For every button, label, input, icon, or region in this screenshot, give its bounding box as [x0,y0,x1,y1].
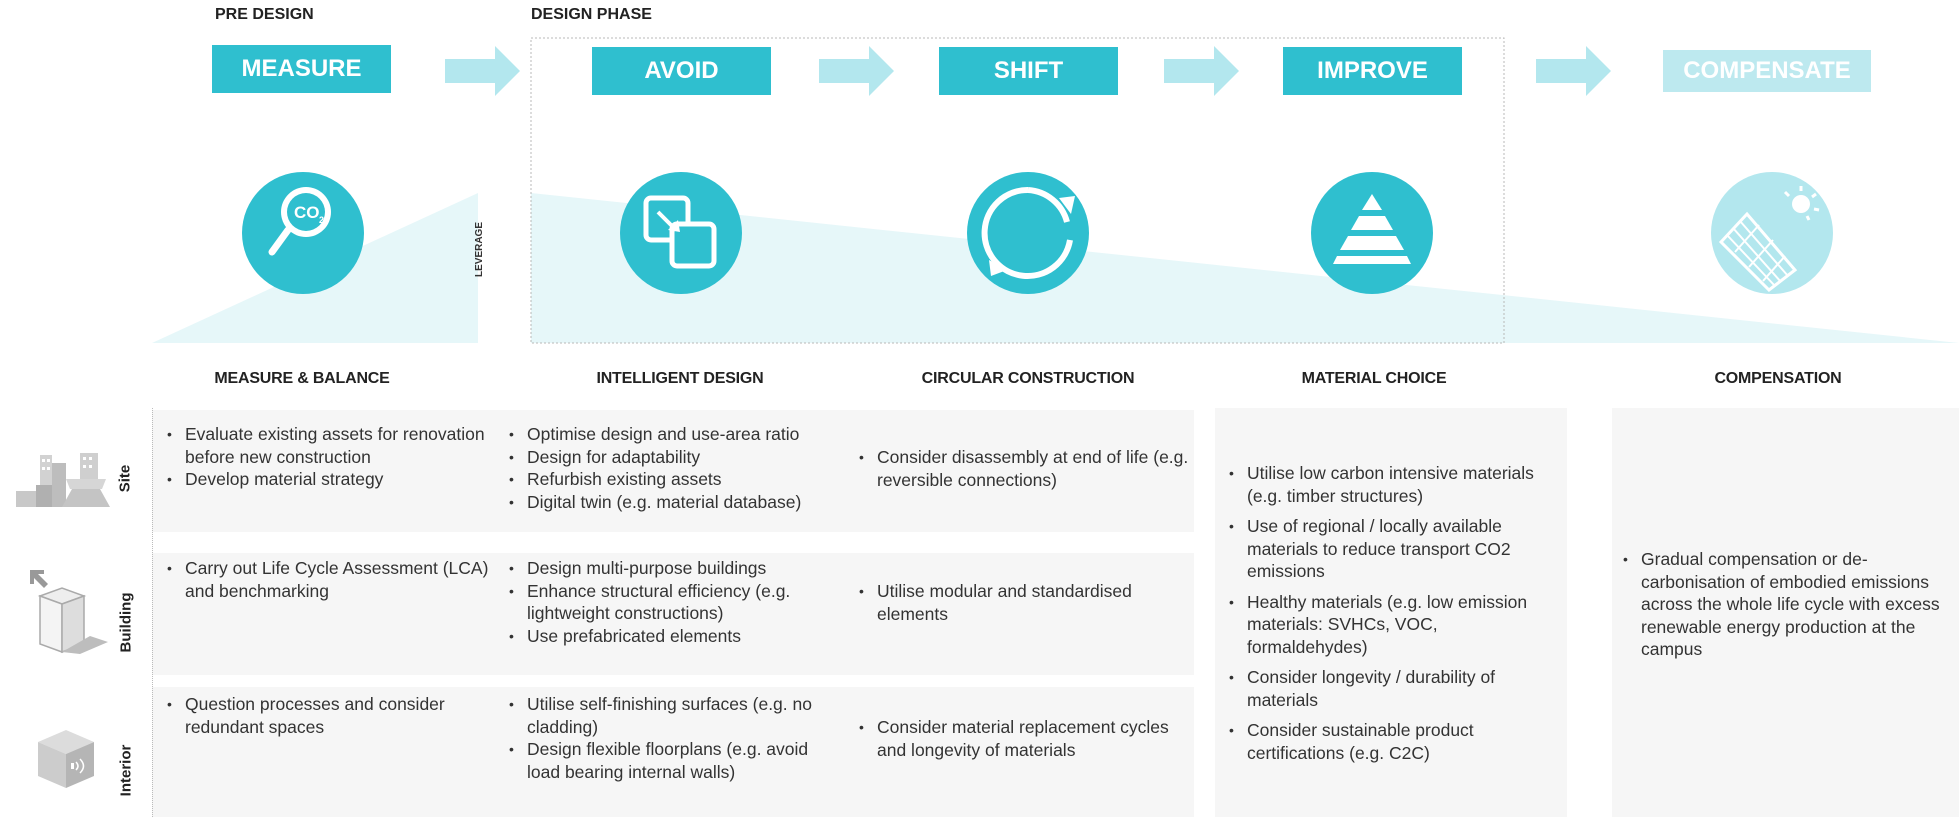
list-item: Consider disassembly at end of life (e.g… [857,446,1197,491]
svg-text:2: 2 [319,215,324,225]
co2-magnifier-icon: CO 2 [242,172,364,294]
arrow-icon [445,46,520,96]
cell-building-measure: Carry out Life Cycle Assessment (LCA) an… [165,557,505,602]
list-item: Utilise self-finishing surfaces (e.g. no… [507,693,837,738]
cell-site-circular: Consider disassembly at end of life (e.g… [857,446,1197,491]
category-compensation: COMPENSATION [1714,370,1842,387]
list-item: Use of regional / locally available mate… [1227,515,1547,583]
list-item: Consider material replacement cycles and… [857,716,1197,761]
list-item: Optimise design and use-area ratio [507,423,847,446]
step-compensate: COMPENSATE [1663,50,1871,92]
list-item: Digital twin (e.g. material database) [507,491,847,514]
list-item: Design multi-purpose buildings [507,557,827,580]
list-item: Healthy materials (e.g. low emission mat… [1227,591,1547,659]
list-item: Question processes and consider redundan… [165,693,495,738]
list-item: Evaluate existing assets for renovation … [165,423,495,468]
step-shift: SHIFT [939,47,1118,95]
category-material-choice: MATERIAL CHOICE [1301,370,1447,387]
list-item: Design flexible floorplans (e.g. avoid l… [507,738,837,783]
arrow-icon [1536,46,1611,96]
row-label-site: Site [116,464,134,493]
arrow-icon [819,46,894,96]
pre-design-label: PRE DESIGN [215,6,314,23]
list-item: Enhance structural efficiency (e.g. ligh… [507,580,827,625]
cell-interior-circular: Consider material replacement cycles and… [857,716,1197,761]
arrow-icon [1164,46,1239,96]
cell-compensation: Gradual compensation or de-carbonisation… [1621,548,1955,661]
list-item: Design for adaptability [507,446,847,469]
cell-building-intelligent: Design multi-purpose buildings Enhance s… [507,557,827,647]
step-improve: IMPROVE [1283,47,1462,95]
list-item: Use prefabricated elements [507,625,827,648]
leverage-label: LEVERAGE [474,221,485,277]
list-item: Consider sustainable product certificati… [1227,719,1547,764]
row-label-interior: Interior [117,744,135,797]
list-item: Carry out Life Cycle Assessment (LCA) an… [165,557,505,602]
step-measure: MEASURE [212,45,391,93]
list-item: Utilise modular and standardised element… [857,580,1177,625]
step-avoid: AVOID [592,47,771,95]
category-circular-construction: CIRCULAR CONSTRUCTION [921,370,1135,387]
list-item: Gradual compensation or de-carbonisation… [1621,548,1955,661]
cell-site-intelligent: Optimise design and use-area ratio Desig… [507,423,847,513]
circular-arrows-icon [967,172,1089,294]
category-measure-balance: MEASURE & BALANCE [214,370,390,387]
cell-building-circular: Utilise modular and standardised element… [857,580,1177,625]
list-item: Develop material strategy [165,468,495,491]
building-icon [30,570,108,654]
site-icon [16,453,110,507]
list-item: Consider longevity / durability of mater… [1227,666,1547,711]
list-item: Utilise low carbon intensive materials (… [1227,462,1547,507]
svg-text:CO: CO [294,203,320,222]
cell-interior-measure: Question processes and consider redundan… [165,693,495,738]
row-label-building: Building [117,592,135,653]
cell-material-choice: Utilise low carbon intensive materials (… [1227,462,1547,772]
design-phase-label: DESIGN PHASE [531,6,652,23]
intelligent-design-icon [620,172,742,294]
list-item: Refurbish existing assets [507,468,847,491]
solar-panel-icon [1711,172,1833,294]
cell-interior-intelligent: Utilise self-finishing surfaces (e.g. no… [507,693,837,783]
cell-site-measure: Evaluate existing assets for renovation … [165,423,495,491]
pyramid-icon [1311,172,1433,294]
interior-icon [38,730,94,788]
row-separator-line [152,408,153,817]
category-intelligent-design: INTELLIGENT DESIGN [596,370,764,387]
